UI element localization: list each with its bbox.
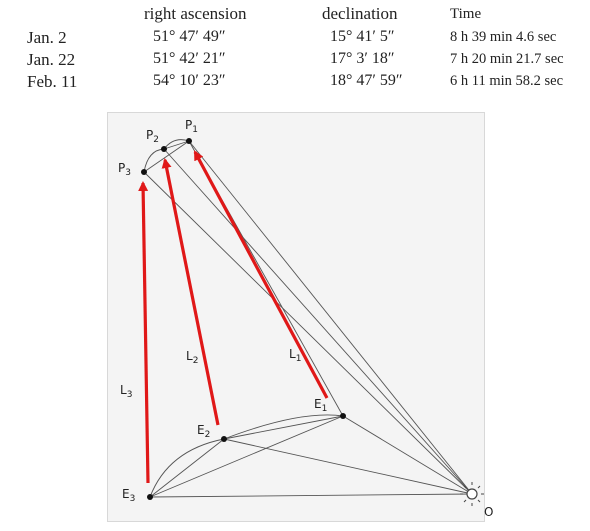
arc-e3-e2: [149, 438, 225, 498]
row-ra: 51° 42′ 21″: [153, 50, 226, 67]
row-ra: 51° 47′ 49″: [153, 28, 226, 45]
label-p3: P3: [118, 161, 131, 178]
row-dec: 18° 47′ 59″: [330, 72, 403, 89]
line-p1-o: [188, 140, 473, 495]
construction-lines: [143, 139, 473, 498]
header-declination: declination: [322, 4, 398, 23]
point-e3: [147, 494, 153, 500]
point-e1: [340, 413, 346, 419]
line-p3-p1: [143, 140, 190, 173]
line-p3-o: [143, 171, 473, 495]
label-e2: E2: [197, 423, 210, 440]
header-right-ascension: right ascension: [144, 4, 247, 23]
line-e3-e2: [149, 438, 225, 498]
line-e3-o: [149, 493, 473, 498]
row-dec: 15° 41′ 5″: [330, 28, 395, 45]
label-o: O: [484, 505, 493, 519]
sight-line-l3: [138, 181, 150, 484]
row-dec: 17° 3′ 18″: [330, 50, 395, 67]
label-p1: P1: [185, 118, 198, 135]
line-p2-p1: [163, 140, 190, 150]
point-e2: [221, 436, 227, 442]
point-p1: [186, 138, 192, 144]
line-e2-e1: [223, 415, 344, 440]
sight-line-l1: [193, 150, 329, 399]
label-e1: E1: [314, 397, 327, 414]
arc-e2-e1: [223, 414, 344, 440]
row-ra: 54° 10′ 23″: [153, 72, 226, 89]
row-date: Feb. 11: [27, 72, 78, 91]
row-time: 7 h 20 min 21.7 sec: [450, 51, 564, 67]
label-e3: E3: [122, 487, 135, 504]
row-date: Jan. 22: [27, 50, 76, 69]
label-p2: P2: [146, 128, 159, 145]
label-l1: L1: [289, 347, 301, 364]
label-l2: L2: [186, 349, 198, 366]
row-date: Jan. 2: [27, 28, 67, 47]
point-p3: [141, 169, 147, 175]
sight-line-l2: [161, 158, 220, 426]
row-time: 6 h 11 min 58.2 sec: [450, 73, 564, 89]
points: [141, 138, 346, 500]
header-time: Time: [450, 6, 482, 22]
sun-icon: [460, 482, 484, 506]
line-e3-e1: [149, 415, 344, 498]
point-p2: [161, 146, 167, 152]
sight-lines: [138, 150, 329, 484]
row-time: 8 h 39 min 4.6 sec: [450, 29, 557, 45]
observation-table: right ascension declination Time Jan. 2 …: [0, 0, 590, 100]
label-l3: L3: [120, 383, 132, 400]
line-p2-o: [163, 148, 473, 495]
line-e1-o: [342, 415, 473, 495]
